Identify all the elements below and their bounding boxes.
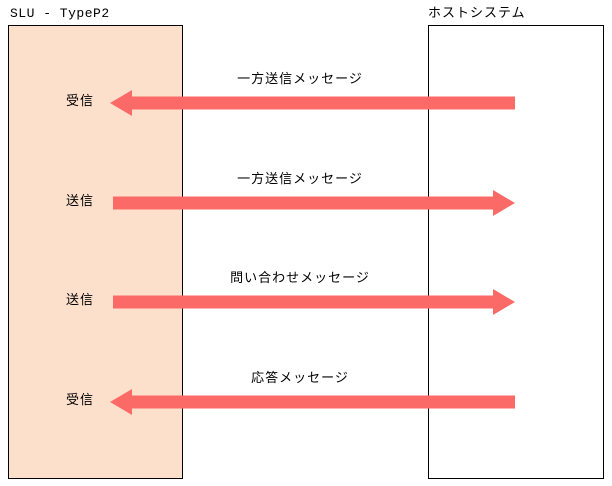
lifeline-label-slu: SLU - TypeP2 bbox=[10, 6, 110, 21]
message-row: 一方送信メッセージ 受信 bbox=[0, 72, 612, 118]
message-row: 問い合わせメッセージ 送信 bbox=[0, 271, 612, 317]
actor-action-label: 送信 bbox=[65, 293, 94, 308]
arrow-left-icon bbox=[110, 90, 515, 116]
message-label-text: 応答メッセージ bbox=[251, 371, 349, 386]
message-label-text: 一方送信メッセージ bbox=[237, 72, 363, 87]
message-label: 応答メッセージ bbox=[0, 371, 612, 387]
message-label-text: 一方送信メッセージ bbox=[237, 172, 363, 187]
arrow-left-icon bbox=[110, 389, 515, 415]
actor-action-label: 送信 bbox=[65, 194, 94, 209]
actor-action-label: 受信 bbox=[65, 94, 94, 109]
arrow-right-icon bbox=[113, 190, 515, 216]
lifeline-label-host: ホストシステム bbox=[428, 6, 526, 21]
message-row: 一方送信メッセージ 送信 bbox=[0, 172, 612, 218]
message-label: 問い合わせメッセージ bbox=[0, 271, 612, 287]
message-row: 応答メッセージ 受信 bbox=[0, 371, 612, 417]
message-label: 一方送信メッセージ bbox=[0, 72, 612, 88]
arrow-right-icon bbox=[113, 289, 515, 315]
message-label: 一方送信メッセージ bbox=[0, 172, 612, 188]
actor-action-label: 受信 bbox=[65, 393, 94, 408]
message-label-text: 問い合わせメッセージ bbox=[230, 271, 370, 286]
